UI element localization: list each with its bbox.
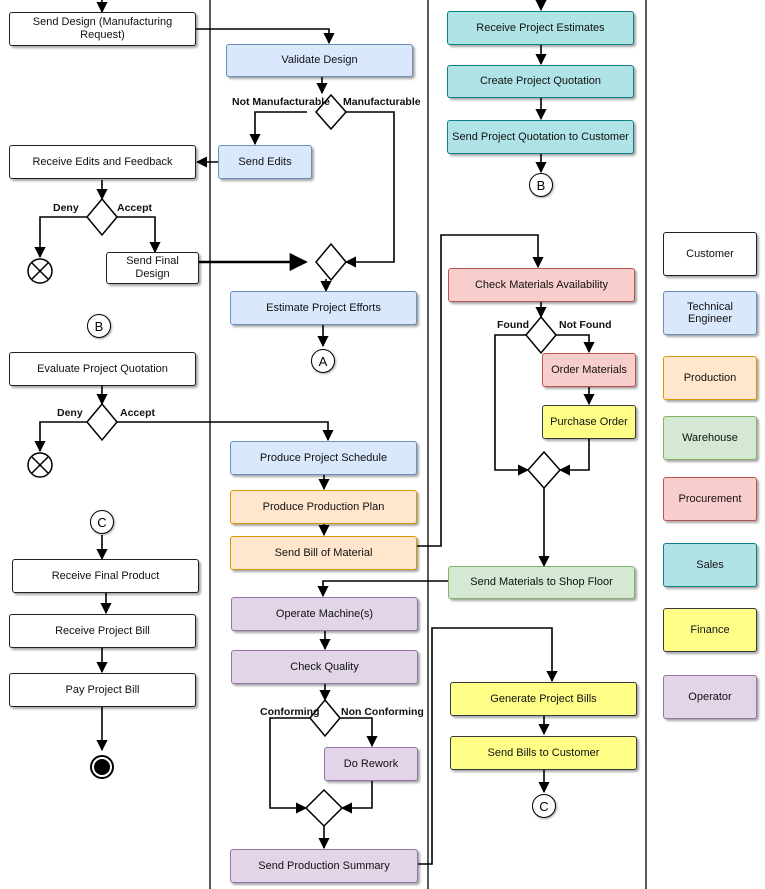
send-design-node[interactable]: Send Design (Manufacturing Request) <box>9 12 196 46</box>
terminate-deny-1 <box>27 258 53 284</box>
receive-project-bill-node[interactable]: Receive Project Bill <box>9 614 196 648</box>
merge-quality <box>304 788 344 828</box>
estimate-efforts-node[interactable]: Estimate Project Efforts <box>230 291 417 325</box>
legend-customer: Customer <box>663 232 757 276</box>
decision-feedback <box>86 197 118 237</box>
terminate-deny-2 <box>27 452 53 478</box>
non-conforming-label: Non Conforming <box>341 706 424 718</box>
connector-c-sales: C <box>532 794 556 818</box>
validate-design-node[interactable]: Validate Design <box>226 44 413 77</box>
send-edits-node[interactable]: Send Edits <box>218 145 312 179</box>
merge-materials <box>526 450 562 490</box>
send-bills-node[interactable]: Send Bills to Customer <box>450 736 637 770</box>
receive-estimates-node[interactable]: Receive Project Estimates <box>447 11 634 45</box>
not-found-label: Not Found <box>559 319 612 331</box>
swimlane-dividers <box>209 0 647 889</box>
connector-b-sales: B <box>529 173 553 197</box>
edge-lines <box>34 0 595 865</box>
decision-manufacturable <box>314 93 348 131</box>
produce-plan-node[interactable]: Produce Production Plan <box>230 490 417 524</box>
check-quality-node[interactable]: Check Quality <box>231 650 418 684</box>
order-materials-node[interactable]: Order Materials <box>542 353 636 387</box>
evaluate-quotation-node[interactable]: Evaluate Project Quotation <box>9 352 196 386</box>
legend-procurement: Procurement <box>663 477 757 521</box>
connector-a: A <box>311 349 335 373</box>
end-node <box>90 755 114 779</box>
decision-materials <box>525 315 557 355</box>
receive-edits-node[interactable]: Receive Edits and Feedback <box>9 145 196 179</box>
send-final-design-node[interactable]: Send Final Design <box>106 252 199 284</box>
do-rework-node[interactable]: Do Rework <box>324 747 418 781</box>
check-materials-node[interactable]: Check Materials Availability <box>448 268 635 302</box>
generate-bills-node[interactable]: Generate Project Bills <box>450 682 637 716</box>
create-quotation-node[interactable]: Create Project Quotation <box>447 65 634 98</box>
merge-design <box>315 242 347 282</box>
decision-diamonds <box>86 93 562 828</box>
found-label: Found <box>497 319 530 331</box>
decision-quotation <box>86 402 118 442</box>
deny-label-1: Deny <box>53 202 79 214</box>
manufacturable-label: Manufacturable <box>343 96 421 108</box>
accept-label-2: Accept <box>120 407 156 419</box>
legend-production: Production <box>663 356 757 400</box>
produce-schedule-node[interactable]: Produce Project Schedule <box>230 441 417 475</box>
legend-finance: Finance <box>663 608 757 652</box>
send-bom-node[interactable]: Send Bill of Material <box>230 536 417 570</box>
receive-final-product-node[interactable]: Receive Final Product <box>12 559 199 593</box>
purchase-order-node[interactable]: Purchase Order <box>542 405 636 439</box>
legend-warehouse: Warehouse <box>663 416 757 460</box>
send-summary-node[interactable]: Send Production Summary <box>230 849 418 883</box>
send-materials-node[interactable]: Send Materials to Shop Floor <box>448 566 635 599</box>
send-quotation-node[interactable]: Send Project Quotation to Customer <box>447 120 634 154</box>
legend-operator: Operator <box>663 675 757 719</box>
operate-machines-node[interactable]: Operate Machine(s) <box>231 597 418 631</box>
connector-b-customer: B <box>87 314 111 338</box>
connector-c-customer: C <box>90 510 114 534</box>
conforming-label: Conforming <box>260 706 320 718</box>
accept-label-1: Accept <box>117 202 153 214</box>
pay-project-bill-node[interactable]: Pay Project Bill <box>9 673 196 707</box>
legend-technical-engineer: Technical Engineer <box>663 291 757 335</box>
decision-quality <box>309 698 341 738</box>
not-manufacturable-label: Not Manufacturable <box>232 96 331 108</box>
deny-label-2: Deny <box>57 407 83 419</box>
legend-sales: Sales <box>663 543 757 587</box>
